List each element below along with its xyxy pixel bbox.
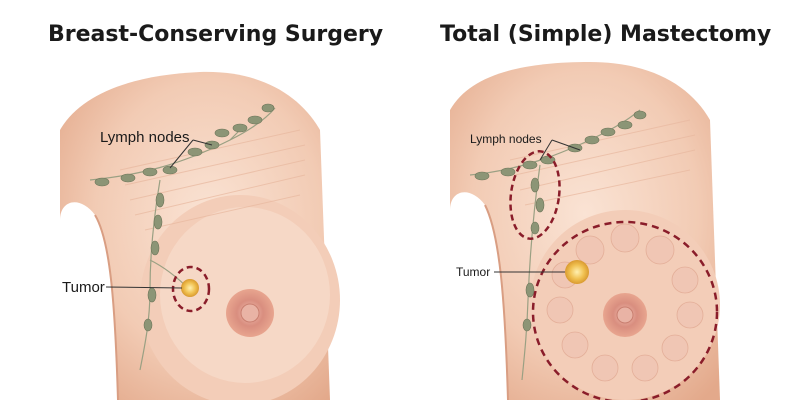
left-tumor [181, 279, 199, 297]
right-lymph-excision-outline [509, 150, 561, 240]
right-tumor-label: Tumor [456, 265, 490, 279]
left-panel-title: Breast-Conserving Surgery [48, 22, 384, 47]
right-mastectomy-outline [531, 220, 719, 400]
right-lymph-nodes-label: Lymph nodes [470, 132, 542, 146]
left-nipple [240, 303, 260, 323]
left-breast-illustration: Lymph nodes Tumor [60, 71, 340, 400]
right-breast-illustration: Lymph nodes Tumor [450, 62, 720, 400]
right-lymph-nodes [474, 110, 647, 332]
left-lymph-nodes [94, 103, 275, 332]
right-arm-gap [450, 192, 508, 400]
left-lymph-nodes-label: Lymph nodes [100, 129, 190, 146]
right-tumor [565, 260, 589, 284]
left-tumor-label: Tumor [62, 279, 105, 296]
left-excision-outline [171, 265, 211, 313]
right-nipple [616, 306, 634, 324]
left-arm-gap [60, 202, 118, 400]
right-panel-title: Total (Simple) Mastectomy [440, 22, 772, 47]
